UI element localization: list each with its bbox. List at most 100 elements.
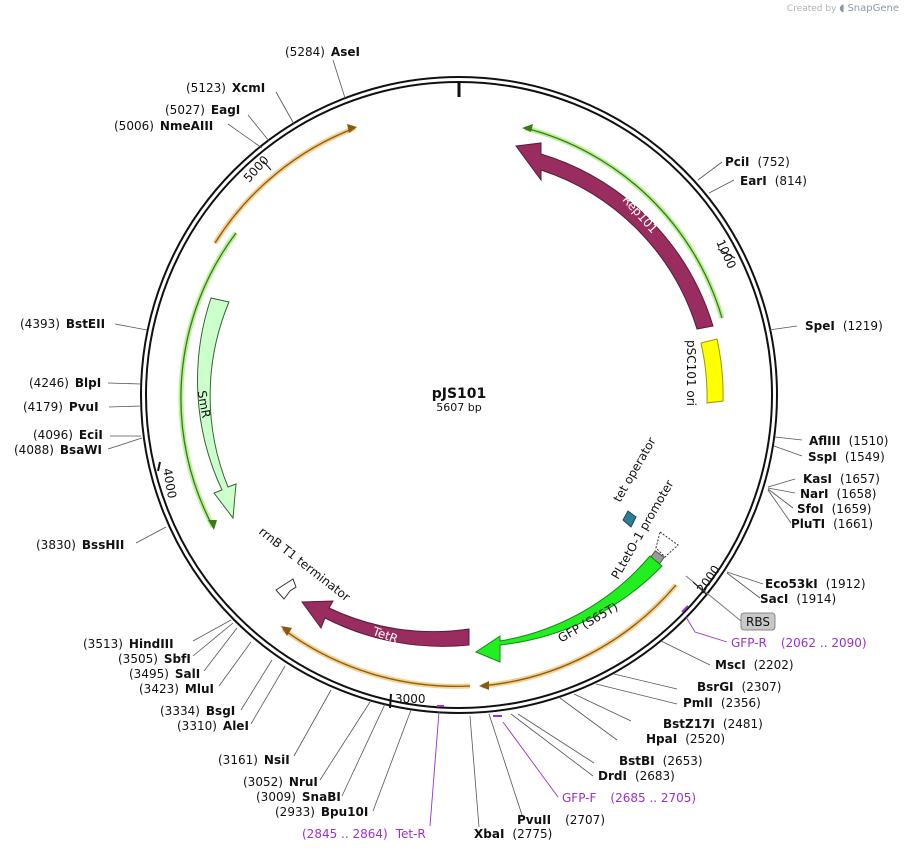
enzyme-name-eagi[interactable]: EagI bbox=[211, 103, 240, 117]
enzyme-pos-bsshii: (3830) bbox=[36, 538, 76, 552]
enzyme-name-saci[interactable]: SacI bbox=[760, 592, 788, 606]
svg-text:PluTI(1661): PluTI(1661) bbox=[791, 517, 873, 531]
enzyme-name-spei[interactable]: SpeI bbox=[805, 319, 835, 333]
feature-rep101[interactable] bbox=[515, 142, 714, 330]
enzyme-name-pmli[interactable]: PmlI bbox=[683, 696, 713, 710]
enzyme-pos-nsii: (3161) bbox=[218, 753, 258, 767]
svg-text:SacI(1914): SacI(1914) bbox=[760, 592, 836, 606]
enzyme-name-hindiii[interactable]: HindIII bbox=[129, 637, 174, 651]
enzyme-pos-pvui: (4179) bbox=[23, 400, 63, 414]
primer-labels: GFP-R(2062 .. 2090) GFP-F(2685 .. 2705) … bbox=[302, 636, 867, 841]
label-tet-operator: tet operator bbox=[610, 435, 658, 505]
enzyme-pos-alei: (3310) bbox=[177, 719, 217, 733]
primer-name-gfp-r[interactable]: GFP-R bbox=[731, 636, 767, 650]
enzyme-name-nari[interactable]: NarI bbox=[800, 487, 829, 501]
primer-name-tet-r[interactable]: Tet-R bbox=[395, 827, 426, 841]
enzyme-name-kasi[interactable]: KasI bbox=[803, 472, 832, 486]
enzyme-name-afliii[interactable]: AflIII bbox=[809, 434, 841, 448]
enzyme-name-mlui[interactable]: MluI bbox=[185, 682, 214, 696]
enzyme-name-pcii[interactable]: PciI bbox=[725, 155, 750, 169]
label-psc101-ori: pSC101 ori bbox=[684, 340, 698, 406]
enzyme-name-eari[interactable]: EarI bbox=[740, 174, 767, 188]
enzyme-pos-bstz17i: (2481) bbox=[723, 717, 763, 731]
feature-pltet-promoter[interactable] bbox=[655, 531, 679, 558]
svg-text:MscI(2202): MscI (2202) bbox=[715, 658, 794, 672]
svg-text:AflIII(1510): AflIII(1510) bbox=[809, 434, 888, 448]
svg-text:XbaI(2775): XbaI(2775) bbox=[474, 827, 552, 841]
enzyme-name-sbfi[interactable]: SbfI bbox=[164, 652, 191, 666]
enzyme-name-xbai[interactable]: XbaI bbox=[474, 827, 504, 841]
enzyme-pos-blpi: (4246) bbox=[29, 376, 69, 390]
svg-text:SspI(1549): SspI(1549) bbox=[808, 450, 885, 464]
enzyme-name-bpu10i[interactable]: Bpu10I bbox=[321, 805, 368, 819]
enzyme-name-eco53ki[interactable]: Eco53kI bbox=[765, 577, 818, 591]
enzyme-pos-nrui: (3052) bbox=[243, 775, 283, 789]
enzyme-pos-drdi: (2683) bbox=[635, 769, 675, 783]
enzyme-name-asei[interactable]: AseI bbox=[331, 45, 360, 59]
enzyme-name-nrui[interactable]: NruI bbox=[289, 775, 318, 789]
enzyme-name-blpi[interactable]: BlpI bbox=[75, 376, 101, 390]
enzyme-name-pvuii[interactable]: PvuII bbox=[517, 813, 551, 827]
enzyme-name-nsii[interactable]: NsiI bbox=[264, 753, 290, 767]
enzyme-pos-pcii: (752) bbox=[758, 155, 790, 169]
enzyme-name-snabi[interactable]: SnaBI bbox=[302, 790, 341, 804]
svg-text:(3334)BsgI: (3334) BsgI bbox=[160, 704, 235, 718]
primer-name-gfp-f[interactable]: GFP-F bbox=[562, 791, 597, 805]
enzyme-name-xcmi[interactable]: XcmI bbox=[232, 81, 265, 95]
svg-text:GFP-F(2685 .. 2705): GFP-F (2685 .. 2705) bbox=[562, 791, 696, 805]
enzyme-name-bsrgi[interactable]: BsrGI bbox=[697, 680, 734, 694]
svg-text:(2845 .. 2864)Tet-R: (2845 .. 2864)Tet-R bbox=[302, 827, 426, 841]
feature-rbs-badge[interactable] bbox=[740, 612, 776, 631]
enzyme-name-msci[interactable]: MscI bbox=[715, 658, 746, 672]
enzyme-pos-bstbi: (2653) bbox=[663, 754, 703, 768]
enzyme-pos-bsgi: (3334) bbox=[160, 704, 200, 718]
feature-rrnb-terminator[interactable] bbox=[275, 578, 297, 600]
enzyme-name-pvui[interactable]: PvuI bbox=[69, 400, 99, 414]
enzyme-name-bsgi[interactable]: BsgI bbox=[206, 704, 235, 718]
enzyme-pos-msci: (2202) bbox=[754, 658, 794, 672]
enzyme-name-nmeaiii[interactable]: NmeAIII bbox=[160, 119, 213, 133]
enzyme-name-bstz17i[interactable]: BstZ17I bbox=[663, 717, 715, 731]
svg-text:BstZ17I(2481): BstZ17I (2481) bbox=[663, 717, 763, 731]
svg-text:(3052)NruI: (3052) NruI bbox=[243, 775, 318, 789]
enzyme-name-bsawi[interactable]: BsaWI bbox=[60, 443, 102, 457]
enzyme-name-ecii[interactable]: EciI bbox=[79, 428, 103, 442]
enzyme-name-pluti[interactable]: PluTI bbox=[791, 517, 825, 531]
enzyme-pos-nari: (1658) bbox=[837, 487, 877, 501]
enzyme-name-alei[interactable]: AleI bbox=[223, 719, 249, 733]
primer-range-gfp-f: (2685 .. 2705) bbox=[610, 791, 696, 805]
enzyme-name-sali[interactable]: SalI bbox=[175, 667, 200, 681]
enzyme-name-hpai[interactable]: HpaI bbox=[646, 732, 677, 746]
enzyme-pos-sali: (3495) bbox=[129, 667, 169, 681]
enzyme-pos-snabi: (3009) bbox=[256, 790, 296, 804]
tick-4000: 4000 bbox=[160, 467, 179, 500]
feature-psc101-ori[interactable] bbox=[700, 338, 724, 404]
enzyme-name-sspi[interactable]: SspI bbox=[808, 450, 837, 464]
enzyme-pos-eari: (814) bbox=[775, 174, 807, 188]
svg-text:(3513)HindIII: (3513)HindIII bbox=[83, 637, 174, 651]
enzyme-name-bsshii[interactable]: BssHII bbox=[82, 538, 124, 552]
feature-gfp[interactable] bbox=[474, 555, 663, 663]
enzyme-name-bsteii[interactable]: BstEII bbox=[66, 317, 105, 331]
feature-smr[interactable] bbox=[197, 297, 237, 520]
feature-tet-operator[interactable] bbox=[622, 510, 637, 528]
label-tetr: TetR bbox=[370, 624, 400, 646]
enzyme-name-drdi[interactable]: DrdI bbox=[598, 769, 627, 783]
svg-text:KasI(1657): KasI(1657) bbox=[803, 472, 880, 486]
feature-tetr[interactable] bbox=[301, 600, 470, 647]
svg-text:(3310)AleI: (3310) AleI bbox=[177, 719, 249, 733]
tick-1000: 1000 bbox=[713, 237, 739, 271]
svg-text:BstBI(2653): BstBI (2653) bbox=[619, 754, 703, 768]
svg-text:(4088)BsaWI: (4088)BsaWI bbox=[14, 443, 102, 457]
enzyme-labels: (5284)AseI (5123)XcmI (5027)EagI (5006)N… bbox=[14, 45, 888, 841]
label-rbs: RBS bbox=[746, 615, 770, 629]
svg-text:(3161)NsiI: (3161) NsiI bbox=[218, 753, 290, 767]
enzyme-pos-pmli: (2356) bbox=[721, 696, 761, 710]
svg-text:HpaI(2520): HpaI(2520) bbox=[646, 732, 725, 746]
enzyme-name-sfoi[interactable]: SfoI bbox=[797, 502, 824, 516]
features: Rep101 pSC101 ori tet operator PLtetO-1 … bbox=[195, 142, 776, 663]
svg-text:(3830)BssHII: (3830) BssHII bbox=[36, 538, 124, 552]
label-smr: SmR bbox=[195, 389, 214, 419]
enzyme-name-bstbi[interactable]: BstBI bbox=[619, 754, 655, 768]
enzyme-pos-sfoi: (1659) bbox=[832, 502, 872, 516]
